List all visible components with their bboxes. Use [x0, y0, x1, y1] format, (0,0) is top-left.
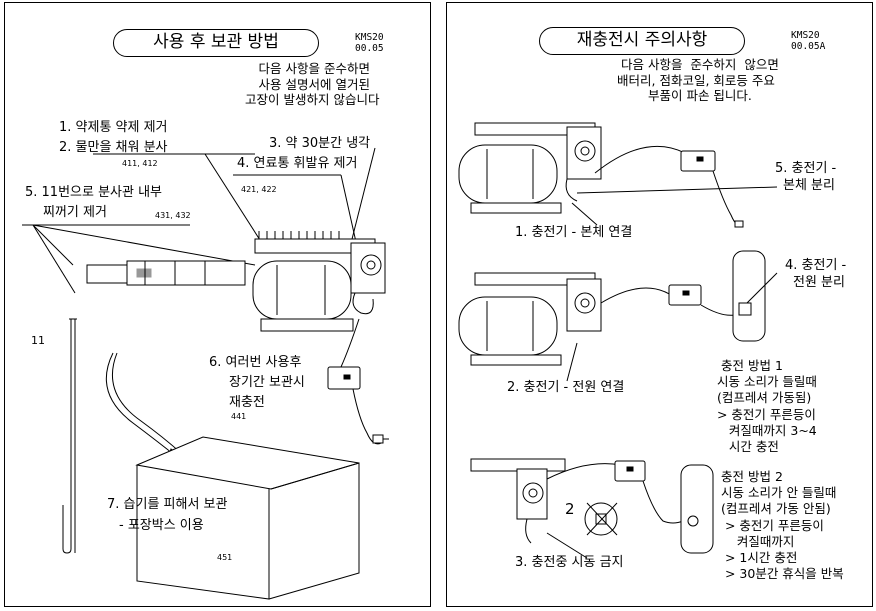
recharge-doc-code: KMS20 00.05A: [791, 30, 825, 52]
storage-step3: 3. 약 30분간 냉각: [269, 136, 371, 151]
storage-step4-ref: 421, 422: [241, 185, 277, 194]
recharge-intro-line2: 배터리, 점화코일, 회로등 주요: [617, 72, 775, 88]
storage-box-ref: 451: [217, 553, 233, 562]
recharge-step2: 2. 충전기 - 전원 연결: [507, 380, 625, 395]
storage-leader-lines: [22, 147, 376, 294]
recharge-doc-code-line1: KMS20: [791, 30, 820, 41]
storage-step5-line2: 찌꺼기 제거: [43, 205, 107, 220]
recharge-step5-line2: 본체 분리: [783, 178, 835, 193]
storage-illustration: [22, 147, 389, 600]
charging-method-1-line1: 충전 방법 1: [721, 358, 783, 373]
storage-intro-line3: 고장이 발생하지 않습니다: [245, 92, 380, 107]
sprayer-machine-icon: [86, 231, 386, 332]
storage-doc-code: KMS20 00.05: [355, 32, 384, 54]
storage-doc-code-line1: KMS20: [355, 32, 384, 43]
charging-method-1-line4: > 충전기 푸른등이: [713, 406, 816, 422]
recharge-intro-line3: 부품이 파손 됩니다.: [647, 88, 752, 103]
storage-step2-ref: 411, 412: [122, 159, 158, 168]
storage-step2: 2. 물만을 채워 분사: [59, 140, 168, 155]
storage-step4: 4. 연료통 휘발유 제거: [237, 156, 358, 171]
storage-step6-line1: 6. 여러번 사용후: [209, 355, 302, 370]
recharge-doc-code-line2: 00.05A: [791, 41, 826, 52]
recharge-step1: 1. 충전기 - 본체 연결: [515, 225, 633, 240]
rod-label: 11: [31, 334, 45, 347]
charging-method-2-line5: 켜질때까지: [721, 533, 795, 549]
recharge-step5: 5. 충전기 - 본체 분리: [775, 160, 836, 194]
storage-box-icon: [135, 436, 360, 600]
storage-step7-line2: - 포장박스 이용: [119, 518, 204, 533]
storage-title: 사용 후 보관 방법: [113, 29, 319, 57]
storage-step5-ref: 431, 432: [155, 211, 191, 220]
recharge-step4-line2: 전원 분리: [793, 275, 845, 290]
charging-method-2-line6: > 1시간 충전: [721, 550, 798, 566]
charging-method-1-line6: 시간 충전: [713, 439, 779, 455]
storage-step5-line1: 5. 11번으로 분사관 내부: [25, 185, 163, 200]
storage-step6-line2: 장기간 보관시: [229, 375, 305, 390]
storage-step1: 1. 약제통 약제 제거: [59, 120, 168, 135]
recharge-step3: 3. 충전중 시동 금지: [515, 555, 624, 570]
recharge-step3-marker: 2: [565, 500, 575, 518]
sprayer-connected-icon: [458, 122, 778, 228]
charging-method-1-line5: 켜질때까지 3~4: [713, 422, 817, 438]
storage-step6-line3: 재충전: [229, 395, 265, 410]
storage-intro-line2: 사용 설명서에 열거된: [258, 76, 370, 92]
recharge-step4: 4. 충전기 - 전원 분리: [785, 257, 846, 291]
recharge-step5-line1: 5. 충전기 -: [775, 161, 837, 176]
charging-method-2-line4: > 충전기 푸른등이: [721, 517, 824, 533]
recharge-step4-line1: 4. 충전기 -: [785, 258, 847, 273]
charging-method-1: 충전 방법 1 시동 소리가 들릴때 (컴프레셔 가동됨) > 충전기 푸른등이…: [713, 358, 817, 455]
recharge-intro-line1: 다음 사항을 준수하지 않으면: [621, 57, 779, 72]
charging-method-2-line3: (컴프레셔 가동 안됨): [721, 501, 831, 517]
charging-method-1-line2: 시동 소리가 들릴때: [713, 374, 817, 390]
charging-method-2-line2: 시동 소리가 안 들릴때: [721, 485, 837, 501]
charging-method-2-line7: > 30분간 휴식을 반복: [721, 566, 844, 582]
charging-method-2-line1: 충전 방법 2: [721, 469, 783, 484]
storage-step6-ref: 441: [231, 412, 247, 421]
recharge-title: 재충전시 주의사항: [539, 27, 745, 55]
sprayer-charging-icon: [470, 458, 714, 559]
charger-icon: [327, 318, 389, 445]
cleaning-rod-icon: [62, 318, 77, 554]
storage-intro-line1: 다음 사항을 준수하면: [258, 61, 370, 76]
sprayer-plugged-icon: [458, 250, 778, 382]
charging-method-1-line3: (컴프레셔 가동됨): [713, 390, 812, 406]
recharge-illustration: [458, 122, 778, 559]
storage-doc-code-line2: 00.05: [355, 43, 384, 54]
